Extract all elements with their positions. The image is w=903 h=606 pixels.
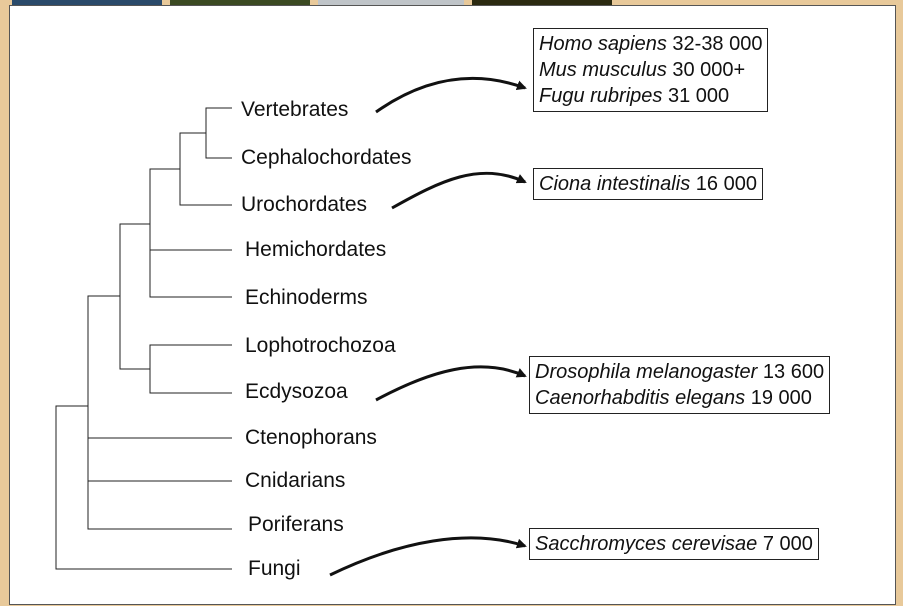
species-name: Fugu rubripes bbox=[539, 85, 662, 107]
taxon-label-cephalochordates: Cephalochordates bbox=[241, 146, 411, 170]
gene-count-entry: Sacchromyces cerevisae 7 000 bbox=[535, 531, 813, 557]
gene-count: 7 000 bbox=[763, 533, 813, 555]
gene-count: 16 000 bbox=[696, 173, 757, 195]
taxon-label-fungi: Fungi bbox=[248, 557, 301, 581]
taxon-label-urochordates: Urochordates bbox=[241, 193, 367, 217]
gene-count-entry: Caenorhabditis elegans 19 000 bbox=[535, 385, 824, 411]
species-name: Caenorhabditis elegans bbox=[535, 387, 745, 409]
species-name: Sacchromyces cerevisae bbox=[535, 533, 757, 555]
gene-count: 31 000 bbox=[668, 85, 729, 107]
gene-count-box-vertebrates: Homo sapiens 32-38 000 Mus musculus 30 0… bbox=[533, 28, 768, 112]
species-name: Ciona intestinalis bbox=[539, 173, 690, 195]
taxon-label-vertebrates: Vertebrates bbox=[241, 98, 348, 122]
species-name: Drosophila melanogaster bbox=[535, 361, 757, 383]
diagram-panel: Vertebrates Cephalochordates Urochordate… bbox=[9, 5, 896, 605]
gene-count-entry: Fugu rubripes 31 000 bbox=[539, 83, 762, 109]
taxon-label-poriferans: Poriferans bbox=[248, 513, 344, 537]
taxon-label-ecdysozoa: Ecdysozoa bbox=[245, 380, 348, 404]
taxon-label-hemichordates: Hemichordates bbox=[245, 238, 386, 262]
tree-branches bbox=[56, 108, 232, 569]
gene-count: 30 000+ bbox=[672, 59, 745, 81]
gene-count-entry: Homo sapiens 32-38 000 bbox=[539, 31, 762, 57]
species-name: Mus musculus bbox=[539, 59, 667, 81]
gene-count-box-ecdysozoa: Drosophila melanogaster 13 600 Caenorhab… bbox=[529, 356, 830, 414]
gene-count: 13 600 bbox=[763, 361, 824, 383]
taxon-label-echinoderms: Echinoderms bbox=[245, 286, 368, 310]
taxon-label-lophotrochozoa: Lophotrochozoa bbox=[245, 334, 396, 358]
gene-count-entry: Mus musculus 30 000+ bbox=[539, 57, 762, 83]
species-name: Homo sapiens bbox=[539, 33, 667, 55]
taxon-label-cnidarians: Cnidarians bbox=[245, 469, 345, 493]
gene-count: 19 000 bbox=[751, 387, 812, 409]
taxon-label-ctenophorans: Ctenophorans bbox=[245, 426, 377, 450]
gene-count-box-urochordates: Ciona intestinalis 16 000 bbox=[533, 168, 763, 200]
gene-count-box-fungi: Sacchromyces cerevisae 7 000 bbox=[529, 528, 819, 560]
gene-count-entry: Ciona intestinalis 16 000 bbox=[539, 171, 757, 197]
gene-count: 32-38 000 bbox=[672, 33, 762, 55]
gene-count-entry: Drosophila melanogaster 13 600 bbox=[535, 359, 824, 385]
